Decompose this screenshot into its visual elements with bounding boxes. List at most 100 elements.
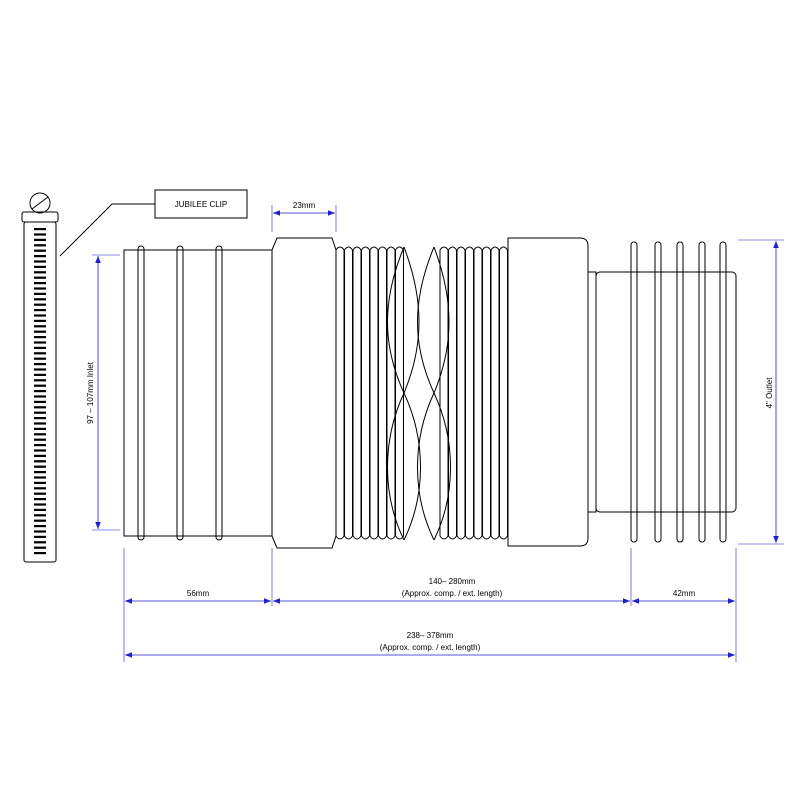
clip-slot: [34, 422, 46, 425]
clip-slot: [34, 363, 46, 366]
clip-slot: [34, 260, 46, 263]
clip-slot: [34, 314, 46, 317]
outlet-fin: [676, 241, 684, 543]
dimension-inlet-label: 97 – 107mm Inlet: [86, 361, 95, 424]
clip-slot: [34, 444, 46, 447]
clip-slot: [34, 287, 46, 290]
jubilee-clip: [21, 192, 59, 563]
outlet-fin: [719, 241, 727, 543]
clip-slot: [34, 498, 46, 501]
rib: [448, 246, 457, 540]
flexible-section: [335, 246, 508, 541]
rib: [465, 246, 474, 540]
fold-curve: [417, 246, 450, 541]
jubilee-clip-leader: [59, 203, 155, 257]
corrugated-ribs: [335, 246, 508, 540]
outlet-spigot: [595, 271, 737, 513]
clip-slot: [34, 471, 46, 474]
rib: [482, 246, 491, 540]
clip-slot: [34, 492, 46, 495]
clip-slot: [34, 238, 46, 241]
clip-slot: [34, 244, 46, 247]
inlet-fin: [176, 245, 184, 541]
dimension-outlet-label: 4" Outlet: [765, 377, 774, 409]
clip-slot: [34, 449, 46, 452]
clip-slot: [34, 514, 46, 517]
clip-slot: [34, 255, 46, 258]
rib: [344, 246, 353, 540]
collar: [271, 237, 337, 549]
clip-slot: [34, 298, 46, 301]
dimension-23mm: 23mm: [271, 201, 337, 232]
inlet-fin: [137, 245, 145, 541]
dimension-middle: 140– 280mm (Approx. comp. / ext. length): [273, 577, 630, 604]
clip-slot: [34, 530, 46, 533]
clip-slot: [34, 454, 46, 457]
dimension-middle-note: (Approx. comp. / ext. length): [402, 589, 503, 598]
clip-slot: [34, 249, 46, 252]
clip-slot: [34, 309, 46, 312]
rib: [490, 246, 500, 540]
inlet-fin: [215, 245, 223, 541]
clip-slot: [34, 519, 46, 522]
clip-slot: [34, 503, 46, 506]
rib: [378, 246, 387, 540]
dimension-total-label: 238– 378mm: [407, 631, 454, 640]
clip-slot: [34, 411, 46, 414]
dimension-56mm: 56mm: [125, 589, 271, 604]
clip-slot: [34, 406, 46, 409]
clip-slot: [34, 346, 46, 349]
dimension-total-note: (Approx. comp. / ext. length): [380, 643, 481, 652]
clip-slot: [34, 330, 46, 333]
clip-screw-head: [29, 192, 51, 214]
inlet-body: [123, 249, 272, 537]
outlet-fin: [698, 241, 706, 543]
clip-slot: [34, 427, 46, 430]
outlet-fin: [654, 241, 662, 543]
clip-slot: [34, 228, 46, 231]
dimension-middle-label: 140– 280mm: [429, 577, 476, 586]
clip-slot: [34, 357, 46, 360]
rib: [473, 246, 483, 540]
inlet-section: [123, 245, 273, 541]
rib: [439, 246, 449, 540]
clip-slot: [34, 265, 46, 268]
clip-slot: [34, 395, 46, 398]
dimension-56mm-label: 56mm: [187, 589, 210, 598]
clip-slot: [34, 508, 46, 511]
clip-slot: [34, 390, 46, 393]
clip-slot: [34, 336, 46, 339]
outlet-fin: [630, 241, 638, 543]
clip-slot: [34, 433, 46, 436]
clip-slot: [34, 368, 46, 371]
rib: [361, 246, 370, 540]
outlet-collar: [507, 237, 589, 547]
clip-slot: [34, 384, 46, 387]
rib: [352, 246, 362, 540]
dimension-total: 238– 378mm (Approx. comp. / ext. length): [125, 631, 735, 658]
clip-slot: [34, 525, 46, 528]
clip-slot: [34, 379, 46, 382]
clip-slot: [34, 276, 46, 279]
clip-slot: [34, 546, 46, 549]
clip-slot: [34, 352, 46, 355]
clip-slot: [34, 481, 46, 484]
clip-slot: [34, 400, 46, 403]
clip-slot: [34, 417, 46, 420]
clip-slot: [34, 465, 46, 468]
clip-slot: [34, 535, 46, 538]
clip-slot: [34, 282, 46, 285]
clip-slot: [34, 476, 46, 479]
clip-slot: [34, 460, 46, 463]
fold-curve: [387, 246, 420, 541]
dimension-inlet: 97 – 107mm Inlet: [86, 254, 120, 531]
outlet-section: [588, 241, 737, 543]
outlet-neck: [588, 271, 597, 513]
clip-slot: [34, 325, 46, 328]
clip-slot: [34, 271, 46, 274]
dimension-outlet: 4" Outlet: [738, 239, 784, 545]
jubilee-clip-callout: JUBILEE CLIP: [59, 189, 248, 257]
rib: [369, 246, 379, 540]
clip-slot: [34, 319, 46, 322]
